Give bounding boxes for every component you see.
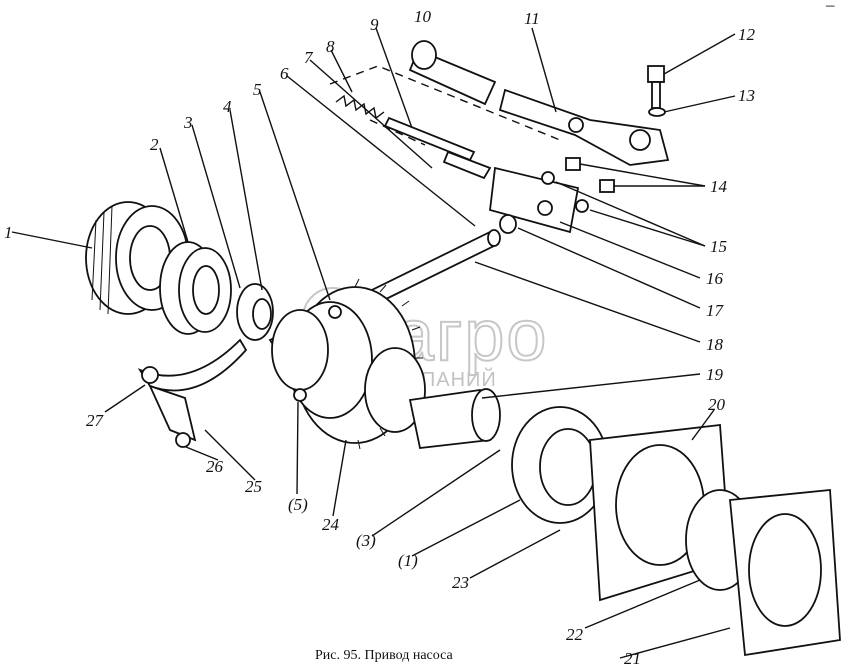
callout-16: 16 — [706, 269, 724, 288]
small-balls — [293, 305, 342, 402]
callout-13: 13 — [738, 86, 755, 105]
callout-1: 1 — [4, 223, 13, 242]
callout-26: 26 — [206, 457, 224, 476]
part-19-sleeve — [364, 347, 501, 449]
callout-27: 27 — [86, 411, 105, 430]
part-9-rod — [383, 116, 492, 180]
corner-mark: ‒ — [825, 0, 835, 14]
callout-25: 25 — [245, 477, 262, 496]
callout-10: 10 — [414, 7, 432, 26]
callout-6: 6 — [280, 64, 289, 83]
callout-1-paren: (1) — [398, 551, 418, 570]
callout-18: 18 — [706, 335, 724, 354]
part-12-bolt — [647, 65, 665, 109]
callout-7: 7 — [304, 48, 314, 67]
callout-9: 9 — [370, 15, 379, 34]
part-25-fork — [137, 338, 248, 448]
callouts: 1 2 3 4 5 6 7 8 9 10 11 12 13 14 15 16 1… — [4, 7, 756, 668]
part-15-washers — [541, 171, 589, 213]
part-2-ring — [159, 241, 232, 335]
callout-14: 14 — [710, 177, 728, 196]
part-17-ring — [499, 214, 517, 234]
callout-20: 20 — [708, 395, 726, 414]
part-11-lever — [498, 88, 670, 166]
callout-11: 11 — [524, 9, 540, 28]
callout-24: 24 — [322, 515, 340, 534]
callout-17: 17 — [706, 301, 725, 320]
callout-19: 19 — [706, 365, 724, 384]
callout-21: 21 — [624, 649, 641, 668]
callout-5-paren: (5) — [288, 495, 308, 514]
part-8-spring — [335, 94, 385, 120]
callout-8: 8 — [326, 37, 335, 56]
callout-3-paren: (3) — [356, 531, 376, 550]
callout-12: 12 — [738, 25, 756, 44]
callout-2: 2 — [150, 135, 159, 154]
part-4-washer — [236, 283, 274, 341]
leader-lines — [11, 27, 736, 659]
callout-3: 3 — [183, 113, 193, 132]
callout-5: 5 — [253, 80, 262, 99]
dashed-guide — [329, 65, 561, 146]
callout-4: 4 — [223, 97, 232, 116]
part-10-bushing — [408, 40, 497, 106]
callout-15: 15 — [710, 237, 727, 256]
callout-23: 23 — [452, 573, 469, 592]
figure-caption: Рис. 95. Привод насоса — [315, 648, 453, 663]
callout-22: 22 — [566, 625, 584, 644]
part-13-lockwasher — [648, 107, 666, 117]
part-21-gasket — [729, 489, 841, 657]
